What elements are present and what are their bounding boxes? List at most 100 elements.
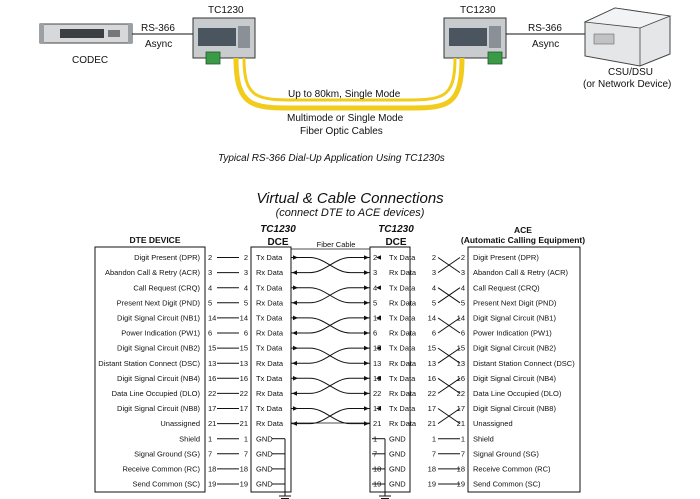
dce-left-pin: 4 xyxy=(244,283,248,292)
dte-pin: 15 xyxy=(208,344,216,353)
dce-left-pin: 18 xyxy=(240,465,248,474)
dce-right-signal: Tx Data xyxy=(389,283,416,292)
ace-pin: 1 xyxy=(461,434,465,443)
dce-left-pin: 1 xyxy=(244,434,248,443)
dte-pin: 22 xyxy=(208,389,216,398)
dte-signal-label: Digit Signal Circuit (NB8) xyxy=(117,404,200,413)
ace-pin-near: 16 xyxy=(428,374,436,383)
arrow-right-b xyxy=(364,330,369,336)
ace-header: ACE xyxy=(514,225,532,235)
connections-title: Virtual & Cable Connections xyxy=(256,190,444,207)
dce-right-signal: Tx Data xyxy=(389,253,416,262)
ace-cross-b xyxy=(437,257,461,274)
dce-right-signal: Tx Data xyxy=(389,404,416,413)
tx-arrow-left xyxy=(293,315,298,321)
left-tc1230-unit xyxy=(192,17,256,65)
ace-signal-label: Unassigned xyxy=(473,419,513,428)
dce-left-role: DCE xyxy=(267,237,288,248)
dte-header: DTE DEVICE xyxy=(129,235,180,245)
dce-right-signal: GND xyxy=(389,465,406,474)
ace-signal-label: Signal Ground (SG) xyxy=(473,449,539,458)
ace-pin-near: 17 xyxy=(428,404,436,413)
arrow-right-a xyxy=(364,406,369,411)
dte-signal-label: Receive Common (RC) xyxy=(122,465,200,474)
ace-pin-near: 7 xyxy=(432,449,436,458)
dte-pin: 6 xyxy=(208,329,212,338)
dte-signal-label: Unassigned xyxy=(160,419,200,428)
ace-pin-near: 6 xyxy=(432,329,436,338)
ace-signal-label: Digit Signal Circuit (NB4) xyxy=(473,374,556,383)
dce-left-pin: 13 xyxy=(240,359,248,368)
dte-signal-label: Distant Station Connect (DSC) xyxy=(98,359,200,368)
codec-device xyxy=(39,23,133,44)
dce-left-pin: 15 xyxy=(240,344,248,353)
ace-pin-near: 18 xyxy=(428,465,436,474)
dce-left-signal: Tx Data xyxy=(256,374,283,383)
dce-right-signal: Rx Data xyxy=(389,329,417,338)
ace-cross-b xyxy=(437,287,461,304)
dte-signal-label: Abandon Call & Retry (ACR) xyxy=(105,268,201,277)
dte-pin: 21 xyxy=(208,419,216,428)
arrow-right-b xyxy=(364,391,369,396)
arrow-right-a xyxy=(364,285,369,290)
dce-left-signal: GND xyxy=(256,465,273,474)
dce-right-pin: 6 xyxy=(373,329,377,338)
ace-pin: 16 xyxy=(457,374,465,383)
dte-signal-label: Digit Signal Circuit (NB2) xyxy=(117,344,200,353)
dte-pin: 19 xyxy=(208,480,216,489)
fiber-type-line2: Fiber Optic Cables xyxy=(300,126,383,137)
rx-arrow-left xyxy=(292,421,297,426)
csu-dsu-label: CSU/DSU xyxy=(608,67,653,78)
ace-signal-label: Data Line Occupied (DLO) xyxy=(473,389,562,398)
dce-right-signal: Rx Data xyxy=(389,389,417,398)
dce-left-signal: GND xyxy=(256,449,273,458)
dce-right-role: DCE xyxy=(385,237,406,248)
left-link-line1: RS-366 xyxy=(141,23,175,34)
tx-arrow-left xyxy=(293,376,298,381)
dce-left-signal: Tx Data xyxy=(256,404,283,413)
dce-left-pin: 3 xyxy=(244,268,248,277)
dce-left-pin: 22 xyxy=(240,389,248,398)
ace-signal-label: Digit Signal Circuit (NB2) xyxy=(473,344,556,353)
right-link-line1: RS-366 xyxy=(528,23,562,34)
codec-label: CODEC xyxy=(72,55,108,66)
dce-left-signal: Rx Data xyxy=(256,329,284,338)
dce-right-pin: 5 xyxy=(373,298,377,307)
ace-pin-near: 4 xyxy=(432,283,436,292)
rx-arrow-left xyxy=(292,330,297,336)
arrow-right-a xyxy=(364,345,369,351)
dce-left-pin: 7 xyxy=(244,449,248,458)
ace-pin-near: 3 xyxy=(432,268,436,277)
dte-pin: 1 xyxy=(208,434,212,443)
ace-pin: 5 xyxy=(461,298,465,307)
dce-left-signal: Rx Data xyxy=(256,389,284,398)
ace-signal-label: Digit Present (DPR) xyxy=(473,253,539,262)
dce-left-pin: 6 xyxy=(244,329,248,338)
dce-left-pin: 17 xyxy=(240,404,248,413)
dce-left-signal: Rx Data xyxy=(256,359,284,368)
dce-left-pin: 2 xyxy=(244,253,248,262)
ace-pin-near: 15 xyxy=(428,344,436,353)
right-tc1230-unit xyxy=(443,17,507,65)
dce-left-model: TC1230 xyxy=(260,224,296,235)
dte-signal-label: Digit Signal Circuit (NB1) xyxy=(117,314,200,323)
csu-dsu-device xyxy=(583,7,672,67)
ace-pin-near: 22 xyxy=(428,389,436,398)
arrow-right-a xyxy=(364,255,369,260)
ace-signal-label: Digit Signal Circuit (NB8) xyxy=(473,404,556,413)
dce-right-signal: Rx Data xyxy=(389,298,417,307)
arrow-right-b xyxy=(364,270,369,275)
ace-cross-b xyxy=(437,347,461,364)
dce-right-signal: Tx Data xyxy=(389,344,416,353)
ace-signal-label: Shield xyxy=(473,434,494,443)
application-caption: Typical RS-366 Dial-Up Application Using… xyxy=(218,153,445,164)
dce-left-pin: 19 xyxy=(240,480,248,489)
fiber-cross-b xyxy=(309,347,351,364)
ace-signal-label: Send Common (SC) xyxy=(473,480,541,489)
ace-pin: 7 xyxy=(461,449,465,458)
rx-arrow-left xyxy=(292,270,297,275)
ace-arrow-a xyxy=(376,315,381,321)
ace-subheader: (Automatic Calling Equipment) xyxy=(461,235,585,245)
fiber-cross-b xyxy=(309,377,351,394)
